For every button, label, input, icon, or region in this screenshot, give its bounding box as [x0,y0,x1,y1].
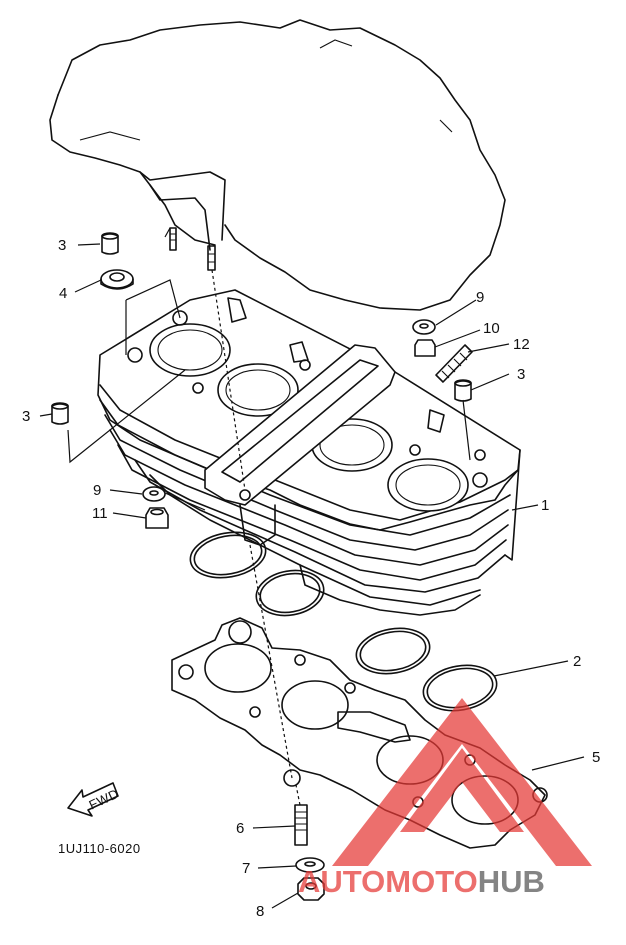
washer [142,486,166,502]
dowel-pin [454,379,472,402]
callout-6: 6 [236,820,244,837]
dowel-o-ring [100,269,134,290]
watermark-text: AUTOMOTOHUB [298,864,545,899]
automotohub-watermark: AUTOMOTOHUB [298,698,592,899]
fwd-label: FWD [87,786,122,813]
watermark-triangle-icon [332,698,592,866]
callout-3: 3 [22,408,30,425]
stud-washer [295,857,325,873]
stud-bolt [435,344,473,383]
callout-8: 8 [256,903,264,920]
cylinder-block [97,289,521,616]
callout-labels: 3 4 3 9 10 12 3 9 11 1 2 5 6 7 8 [22,237,600,920]
diagram-code: 1UJ110-6020 [58,841,141,856]
callout-3: 3 [58,237,66,254]
callout-11: 11 [92,505,108,522]
stud-bolt [294,804,308,846]
watermark-text-moto: MOTO [385,864,477,899]
alignment-lines [67,227,471,806]
cap-nut [414,339,436,357]
callout-7: 7 [242,860,250,877]
callout-2: 2 [573,653,581,670]
callout-leaders [39,243,585,909]
dowel-pin [101,232,119,255]
forward-arrow-icon: FWD [67,782,122,817]
callout-12: 12 [513,336,530,353]
watermark-text-auto: AUTO [298,864,385,899]
callout-9: 9 [93,482,101,499]
callout-1: 1 [541,497,549,514]
head-stud [169,227,216,271]
dowel-pin [51,402,69,425]
cylinder-head-outline [49,19,506,311]
callout-10: 10 [483,320,500,337]
cap-nut [145,507,169,529]
callout-4: 4 [59,285,67,302]
hex-nut [297,877,325,901]
callout-3: 3 [517,366,525,383]
callout-5: 5 [592,749,600,766]
watermark-text-hub: HUB [478,864,545,899]
washer [412,319,436,335]
callout-9: 9 [476,289,484,306]
